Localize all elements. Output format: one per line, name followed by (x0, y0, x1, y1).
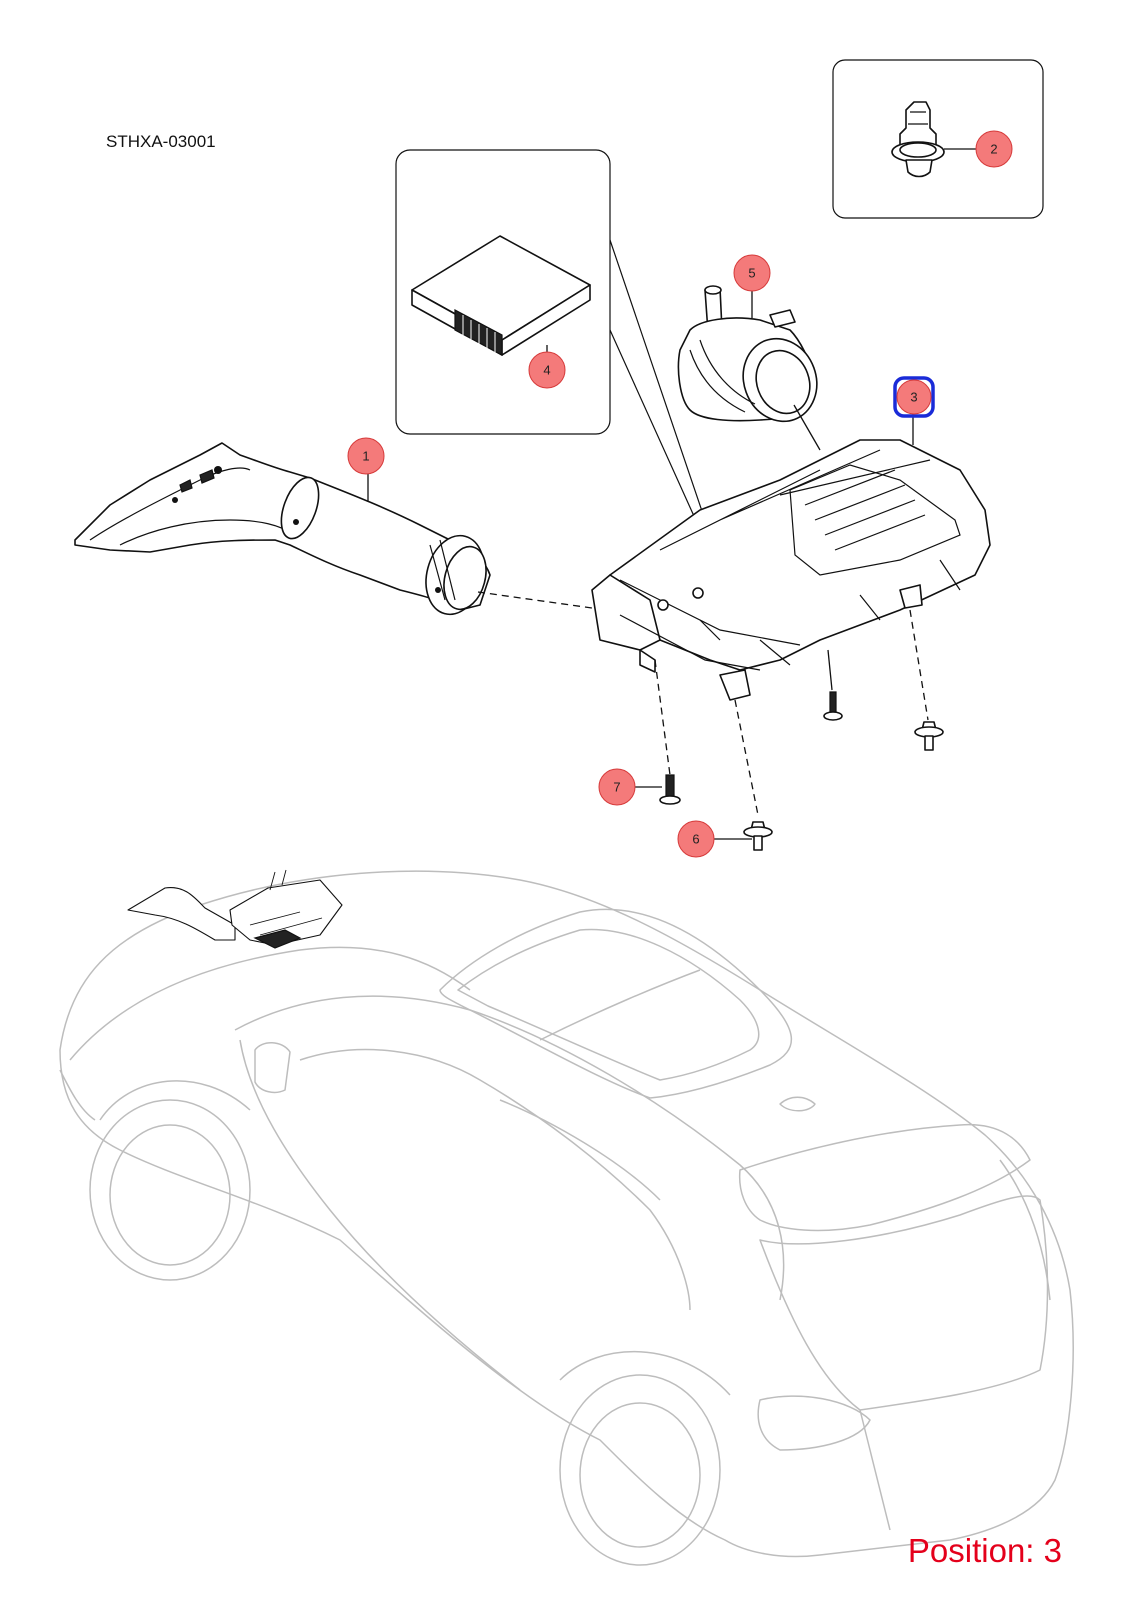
vehicle-intake-thumbnail (127, 869, 343, 949)
fasteners (659, 691, 944, 851)
filter-element-inset (395, 149, 706, 526)
leader-lines (367, 148, 978, 840)
callout-6-label: 6 (692, 832, 699, 847)
callout-4-label: 4 (543, 363, 550, 378)
callout-1[interactable]: 1 (347, 437, 385, 475)
callout-3[interactable]: 3 (893, 376, 935, 418)
callout-2[interactable]: 2 (975, 130, 1013, 168)
callout-7-label: 7 (613, 780, 620, 795)
callout-5[interactable]: 5 (733, 254, 771, 292)
callout-7[interactable]: 7 (598, 768, 636, 806)
position-indicator: Position: 3 (907, 1532, 1062, 1569)
intake-duct (74, 442, 491, 616)
air-cleaner-housing (591, 439, 991, 701)
callout-3-label: 3 (910, 390, 917, 405)
vehicle-outline (59, 870, 1074, 1566)
callout-1-label: 1 (362, 449, 369, 464)
callout-4[interactable]: 4 (528, 351, 566, 389)
callout-6[interactable]: 6 (677, 820, 715, 858)
callout-2-label: 2 (990, 142, 997, 157)
outlet-hose (677, 285, 818, 423)
clip-inset (832, 59, 1044, 219)
diagram-code: STHXA-03001 (106, 132, 216, 151)
callout-5-label: 5 (748, 266, 755, 281)
